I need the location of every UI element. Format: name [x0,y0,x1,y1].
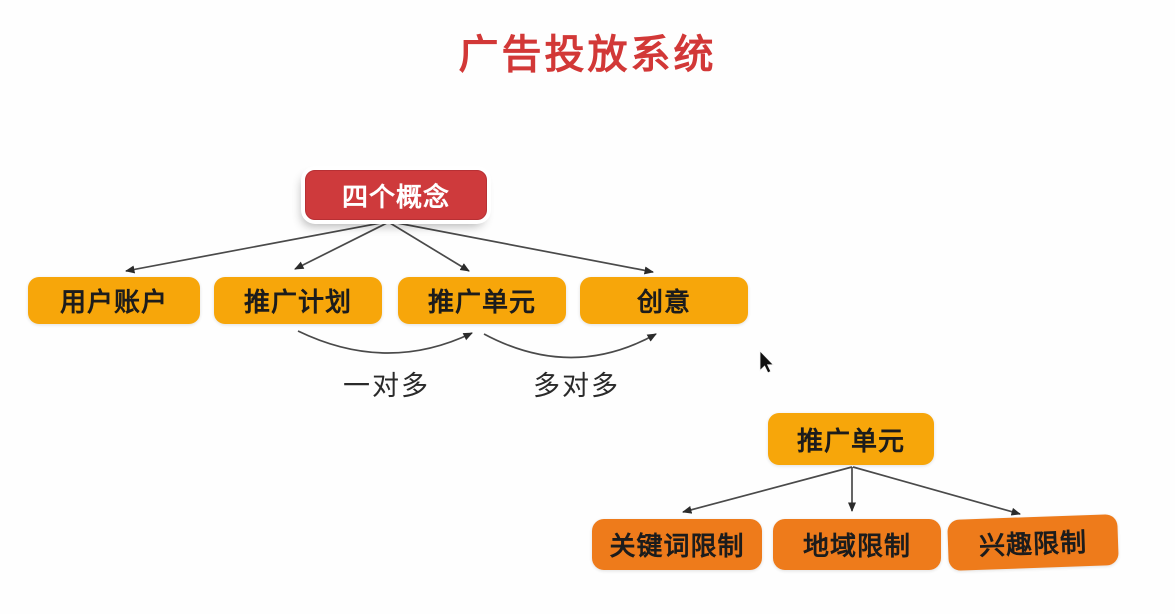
concept-root-node: 四个概念 [305,170,487,220]
edge-root-to-promo-unit [389,222,470,272]
node-interest-limit-label: 兴趣限制 [978,528,1088,562]
node-promo-plan-label: 推广计划 [243,288,352,318]
unit-root-label: 推广单元 [796,426,905,457]
arc-one-to-many [297,330,473,354]
unit-root-node: 推广单元 [768,413,934,465]
node-promo-plan: 推广计划 [214,277,382,324]
node-promo-unit: 推广单元 [398,277,566,324]
node-keyword-limit-label: 关键词限制 [609,532,745,562]
edge-root-to-creative [391,221,654,275]
edge-unit-to-keyword-limit [682,466,853,514]
page-title: 广告投放系统 [458,32,717,78]
node-creative-label: 创意 [636,288,691,318]
edge-root-to-user-account [125,221,387,274]
node-creative: 创意 [580,277,748,324]
node-region-limit-label: 地域限制 [802,532,911,562]
concept-root-label: 四个概念 [341,182,450,213]
node-promo-unit-label: 推广单元 [427,288,536,318]
node-keyword-limit: 关键词限制 [592,519,762,570]
node-user-account: 用户账户 [28,277,200,324]
arc-many-to-many [483,333,657,359]
mouse-cursor-icon [759,350,775,374]
node-interest-limit: 兴趣限制 [947,514,1119,571]
relation-label-one-to-many: 一对多 [343,371,430,402]
edge-unit-to-interest-limit [852,466,1021,516]
edge-root-to-promo-plan [294,222,388,270]
node-region-limit: 地域限制 [773,519,941,570]
relation-label-many-to-many: 多对多 [533,371,620,402]
node-user-account-label: 用户账户 [59,288,168,318]
